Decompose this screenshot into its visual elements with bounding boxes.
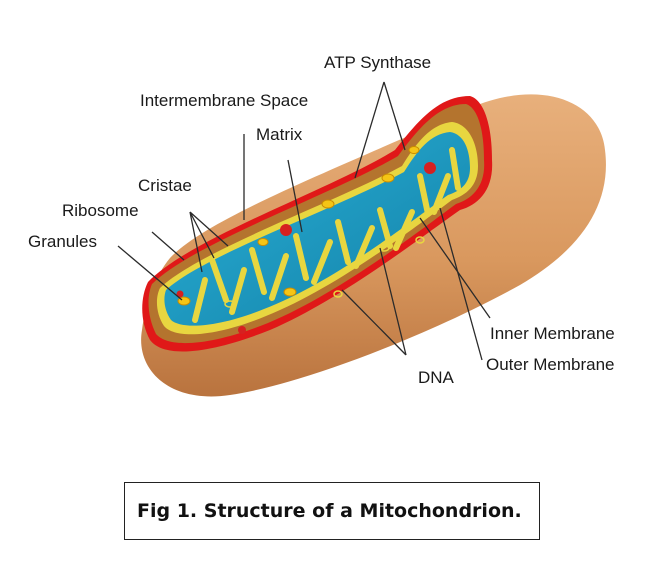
ribosome bbox=[176, 290, 184, 298]
labels: ATP Synthase Intermembrane Space Matrix … bbox=[28, 53, 615, 387]
dna-loop bbox=[224, 300, 236, 308]
leader-atp-synthase bbox=[354, 81, 406, 179]
cristae bbox=[192, 147, 461, 323]
ribosome bbox=[424, 162, 436, 174]
label-ribosome: Ribosome bbox=[62, 201, 139, 220]
granules bbox=[177, 146, 420, 306]
leader-cristae bbox=[189, 211, 229, 273]
leader-ribosome bbox=[151, 231, 185, 261]
granule bbox=[381, 173, 395, 183]
label-granules: Granules bbox=[28, 232, 97, 251]
label-inner-membrane: Inner Membrane bbox=[490, 324, 615, 343]
ribosome bbox=[280, 224, 292, 236]
dna-loop bbox=[415, 236, 425, 244]
leader-dna bbox=[341, 247, 407, 356]
ribosome bbox=[238, 326, 246, 334]
dna-loop bbox=[333, 290, 343, 298]
label-cristae: Cristae bbox=[138, 176, 192, 195]
granule bbox=[257, 238, 269, 246]
granule bbox=[408, 146, 420, 154]
granule bbox=[321, 199, 335, 209]
ribosomes bbox=[176, 162, 436, 334]
granule bbox=[283, 287, 297, 297]
label-matrix: Matrix bbox=[256, 125, 303, 144]
leader-matrix bbox=[287, 159, 303, 233]
dna-loop bbox=[378, 244, 390, 252]
leader-outer-membrane bbox=[439, 207, 483, 361]
leader-inner-membrane bbox=[419, 217, 491, 319]
dna bbox=[224, 236, 425, 308]
label-atp-synthase: ATP Synthase bbox=[324, 53, 431, 72]
label-intermembrane-space: Intermembrane Space bbox=[140, 91, 308, 110]
leader-lines bbox=[117, 81, 491, 361]
figure-caption: Fig 1. Structure of a Mitochondrion. bbox=[124, 482, 540, 540]
label-dna: DNA bbox=[418, 368, 455, 387]
label-outer-membrane: Outer Membrane bbox=[486, 355, 615, 374]
leader-granules bbox=[117, 245, 183, 301]
